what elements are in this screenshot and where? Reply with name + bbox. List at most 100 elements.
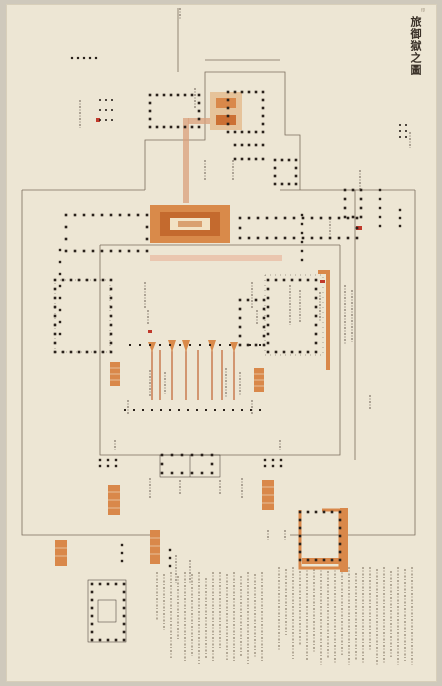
pillar: [226, 130, 230, 134]
pillar: [282, 350, 286, 354]
pillar: [294, 166, 298, 170]
pillar: [266, 296, 270, 300]
pillar: [298, 510, 302, 514]
pillar: [378, 224, 382, 228]
pillar: [91, 249, 95, 253]
pillar: [265, 216, 269, 220]
pillar: [398, 224, 402, 228]
pillar: [306, 350, 310, 354]
pillar: [298, 518, 302, 522]
south-gate: [159, 454, 221, 478]
pillar: [129, 344, 131, 346]
east-annex: [298, 508, 342, 570]
pillar: [233, 130, 237, 134]
pillar: [351, 215, 355, 219]
pillar: [226, 114, 230, 118]
pillar: [300, 231, 304, 235]
pillar: [98, 458, 102, 462]
pillar: [346, 236, 350, 240]
pillar: [122, 638, 126, 642]
pillar: [254, 343, 258, 347]
pillar: [145, 213, 149, 217]
pillar: [122, 606, 126, 610]
pillar: [240, 90, 244, 94]
pillar: [378, 188, 382, 192]
pillar: [91, 213, 95, 217]
pillar: [99, 109, 101, 111]
pillar: [300, 222, 304, 226]
pillar: [69, 278, 73, 282]
gate-hatching: [55, 367, 274, 557]
pillar: [337, 236, 341, 240]
pillar: [160, 453, 164, 457]
pillar: [64, 249, 68, 253]
pillar: [64, 213, 68, 217]
pillar: [98, 464, 102, 468]
pillar: [274, 350, 278, 354]
pillar: [399, 136, 401, 138]
pillar: [162, 93, 166, 97]
pillar: [355, 236, 359, 240]
pillar: [190, 453, 194, 457]
pillar: [127, 249, 131, 253]
pillar: [200, 453, 204, 457]
pillar: [259, 409, 261, 411]
pillar: [298, 558, 302, 562]
pillar: [127, 213, 131, 217]
pillar: [90, 630, 94, 634]
pillar: [160, 462, 164, 466]
pillar: [306, 278, 310, 282]
pillar: [287, 158, 291, 162]
pillar: [274, 278, 278, 282]
pillar: [76, 56, 80, 60]
pillar: [233, 157, 237, 161]
pillar: [98, 582, 102, 586]
pillar: [111, 119, 113, 121]
pillar: [238, 307, 242, 311]
pillar: [290, 350, 294, 354]
pillar: [262, 307, 266, 311]
pillar: [109, 332, 113, 336]
pillar: [200, 471, 204, 475]
pillar: [359, 215, 363, 219]
pillar: [399, 124, 401, 126]
pillar: [90, 590, 94, 594]
pillar: [343, 206, 347, 210]
pillar: [262, 334, 266, 338]
pillar: [232, 409, 234, 411]
pillar: [53, 278, 57, 282]
pillar: [168, 548, 172, 552]
pillar: [355, 216, 359, 220]
pillar: [109, 213, 113, 217]
pillar: [346, 216, 350, 220]
pillar: [300, 213, 304, 217]
pillar: [101, 278, 105, 282]
ceremony-poles: [151, 350, 235, 400]
pillar: [310, 236, 314, 240]
pillar: [300, 240, 304, 244]
pillar: [319, 216, 323, 220]
pillar: [279, 464, 283, 468]
pillar: [265, 236, 269, 240]
pillar: [178, 409, 180, 411]
pillar: [292, 216, 296, 220]
pillar: [314, 510, 318, 514]
corner-markers: [96, 118, 362, 333]
pillar: [100, 213, 104, 217]
pillar: [274, 216, 278, 220]
pillar: [280, 158, 284, 162]
pillar: [273, 182, 277, 186]
pillar: [120, 551, 124, 555]
pillar: [298, 278, 302, 282]
pillar: [73, 249, 77, 253]
pillar: [109, 341, 113, 345]
pillar: [106, 638, 110, 642]
pillar: [214, 409, 216, 411]
pillar: [122, 622, 126, 626]
pillar: [58, 260, 62, 264]
inscription-strokes-center: [156, 572, 263, 664]
pillar: [199, 344, 201, 346]
pillar: [53, 305, 57, 309]
pillar: [378, 215, 382, 219]
pillar: [190, 125, 194, 129]
